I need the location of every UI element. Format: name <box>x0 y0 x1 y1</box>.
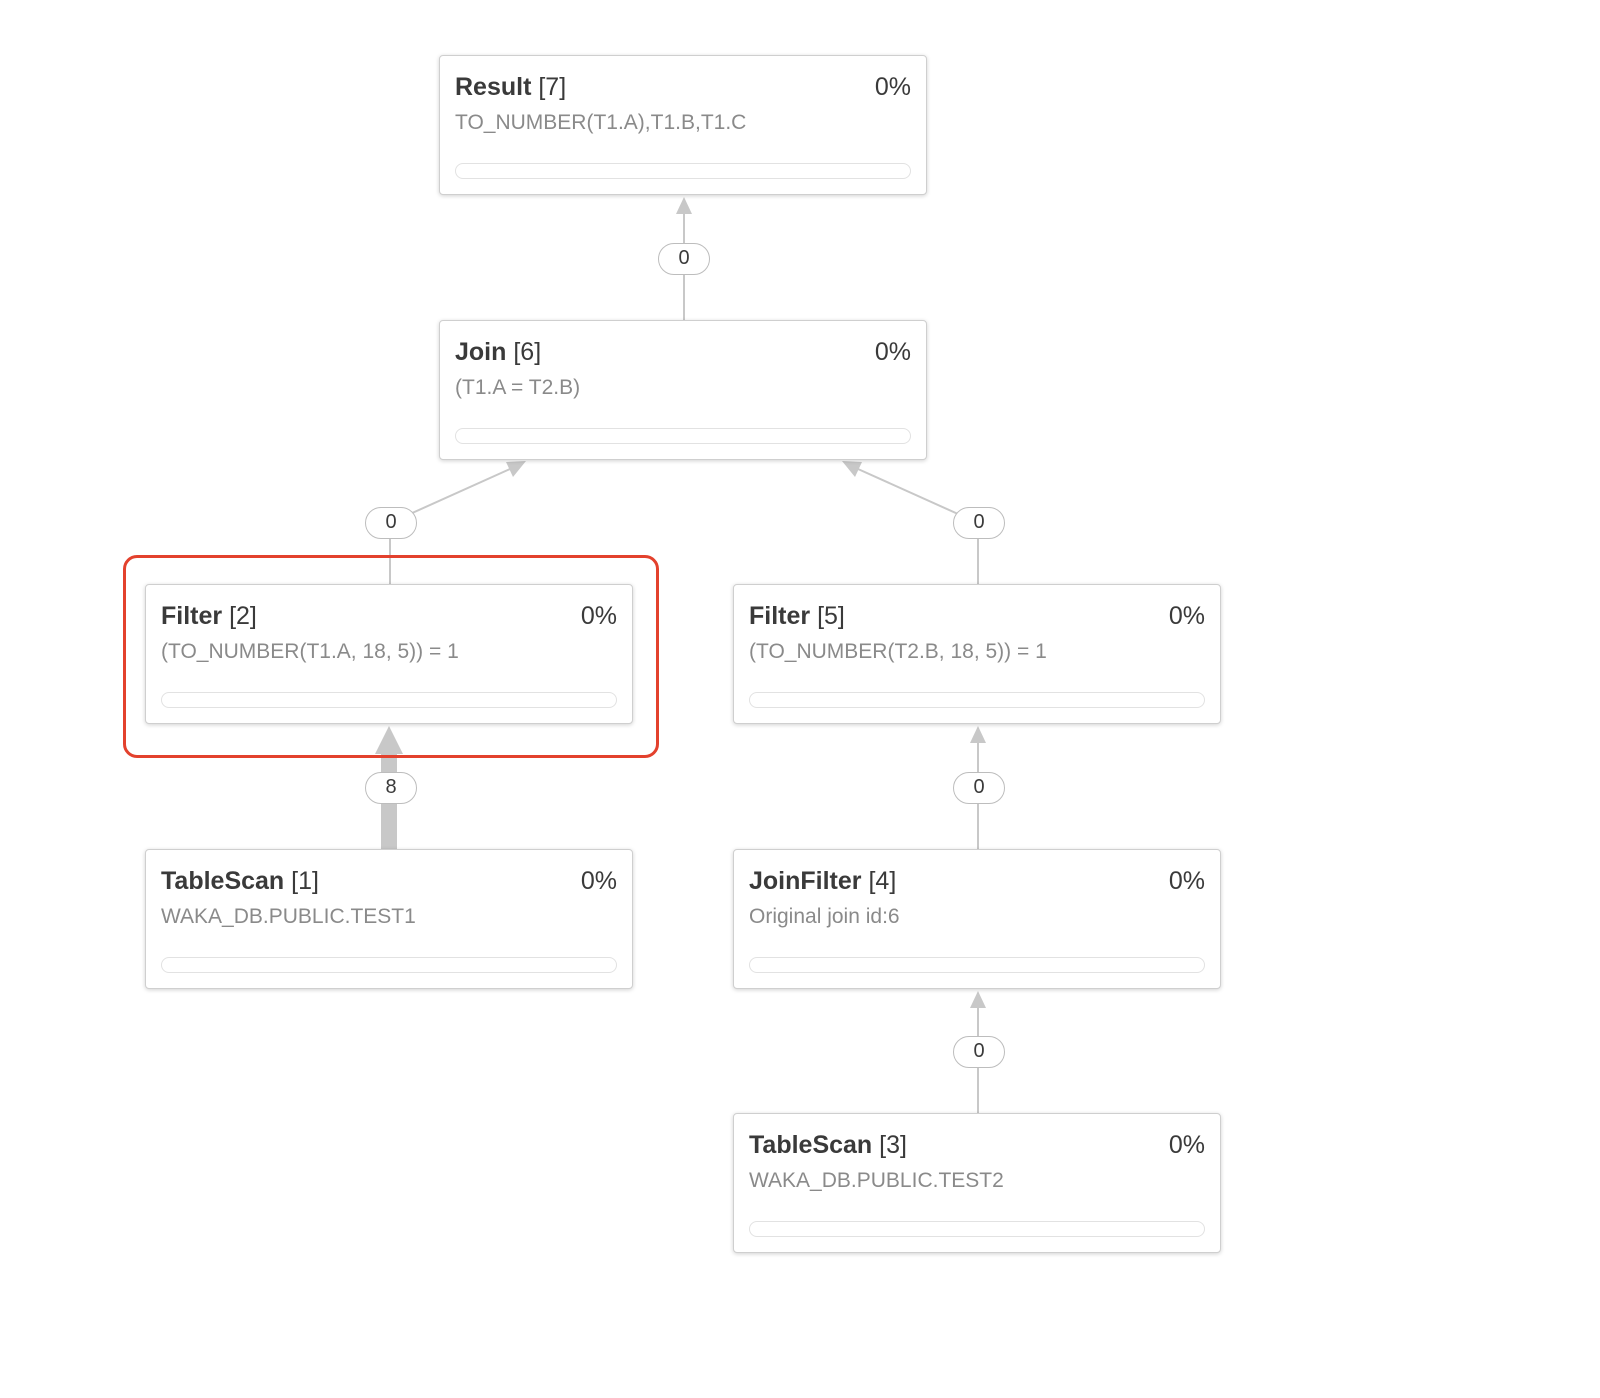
node-percent: 0% <box>1168 1131 1205 1159</box>
node-progress-bar <box>455 428 911 444</box>
node-detail: Original join id:6 <box>749 905 900 928</box>
node-percent: 0% <box>874 73 911 101</box>
node-detail: TO_NUMBER(T1.A),T1.B,T1.C <box>455 111 747 134</box>
plan-node-filter-5[interactable]: Filter [5] 0% (TO_NUMBER(T2.B, 18, 5)) =… <box>733 584 1221 724</box>
node-progress-bar <box>749 1221 1205 1237</box>
edge-rowcount-joinfilter4-filter5[interactable]: 0 <box>953 772 1005 804</box>
node-progress-bar <box>161 957 617 973</box>
node-progress-bar <box>455 163 911 179</box>
node-id: [2] <box>229 602 257 630</box>
edge-rowcount-tablescan3-joinfilter4[interactable]: 0 <box>953 1036 1005 1068</box>
node-heading: Filter [2] <box>161 602 257 631</box>
node-percent: 0% <box>1168 602 1205 630</box>
node-heading: JoinFilter [4] <box>749 867 896 896</box>
node-percent: 0% <box>1168 867 1205 895</box>
node-progress-bar <box>749 957 1205 973</box>
node-title: Join <box>455 338 507 366</box>
plan-node-tablescan-3[interactable]: TableScan [3] 0% WAKA_DB.PUBLIC.TEST2 <box>733 1113 1221 1253</box>
node-id: [3] <box>879 1131 907 1159</box>
node-title: TableScan <box>161 867 285 895</box>
node-heading: TableScan [3] <box>749 1131 907 1160</box>
node-title: Filter <box>161 602 223 630</box>
node-heading: Filter [5] <box>749 602 845 631</box>
node-detail: (T1.A = T2.B) <box>455 376 581 399</box>
node-heading: Result [7] <box>455 73 566 102</box>
node-id: [7] <box>538 73 567 101</box>
node-detail: WAKA_DB.PUBLIC.TEST1 <box>161 905 416 928</box>
plan-node-result[interactable]: Result [7] 0% TO_NUMBER(T1.A),T1.B,T1.C <box>439 55 927 195</box>
node-title: Filter <box>749 602 811 630</box>
edge-rowcount-join6-result7[interactable]: 0 <box>658 243 710 275</box>
node-detail: (TO_NUMBER(T2.B, 18, 5)) = 1 <box>749 640 1047 663</box>
node-id: [5] <box>817 602 845 630</box>
edge-rowcount-tablescan1-filter2[interactable]: 8 <box>365 772 417 804</box>
plan-node-tablescan-1[interactable]: TableScan [1] 0% WAKA_DB.PUBLIC.TEST1 <box>145 849 633 989</box>
node-title: JoinFilter <box>749 867 862 895</box>
node-heading: Join [6] <box>455 338 541 367</box>
node-detail: (TO_NUMBER(T1.A, 18, 5)) = 1 <box>161 640 459 663</box>
edge-rowcount-filter5-join6[interactable]: 0 <box>953 507 1005 539</box>
edge-rowcount-filter2-join6[interactable]: 0 <box>365 507 417 539</box>
node-id: [6] <box>513 338 542 366</box>
node-title: TableScan <box>749 1131 873 1159</box>
plan-node-join[interactable]: Join [6] 0% (T1.A = T2.B) <box>439 320 927 460</box>
plan-node-joinfilter-4[interactable]: JoinFilter [4] 0% Original join id:6 <box>733 849 1221 989</box>
node-percent: 0% <box>874 338 911 366</box>
node-id: [1] <box>291 867 319 895</box>
node-id: [4] <box>868 867 897 895</box>
node-percent: 0% <box>580 867 617 895</box>
plan-node-filter-2[interactable]: Filter [2] 0% (TO_NUMBER(T1.A, 18, 5)) =… <box>145 584 633 724</box>
node-detail: WAKA_DB.PUBLIC.TEST2 <box>749 1169 1004 1192</box>
node-heading: TableScan [1] <box>161 867 319 896</box>
node-progress-bar <box>161 692 617 708</box>
node-percent: 0% <box>580 602 617 630</box>
node-title: Result <box>455 73 532 101</box>
node-progress-bar <box>749 692 1205 708</box>
highlight-outline <box>123 555 659 758</box>
